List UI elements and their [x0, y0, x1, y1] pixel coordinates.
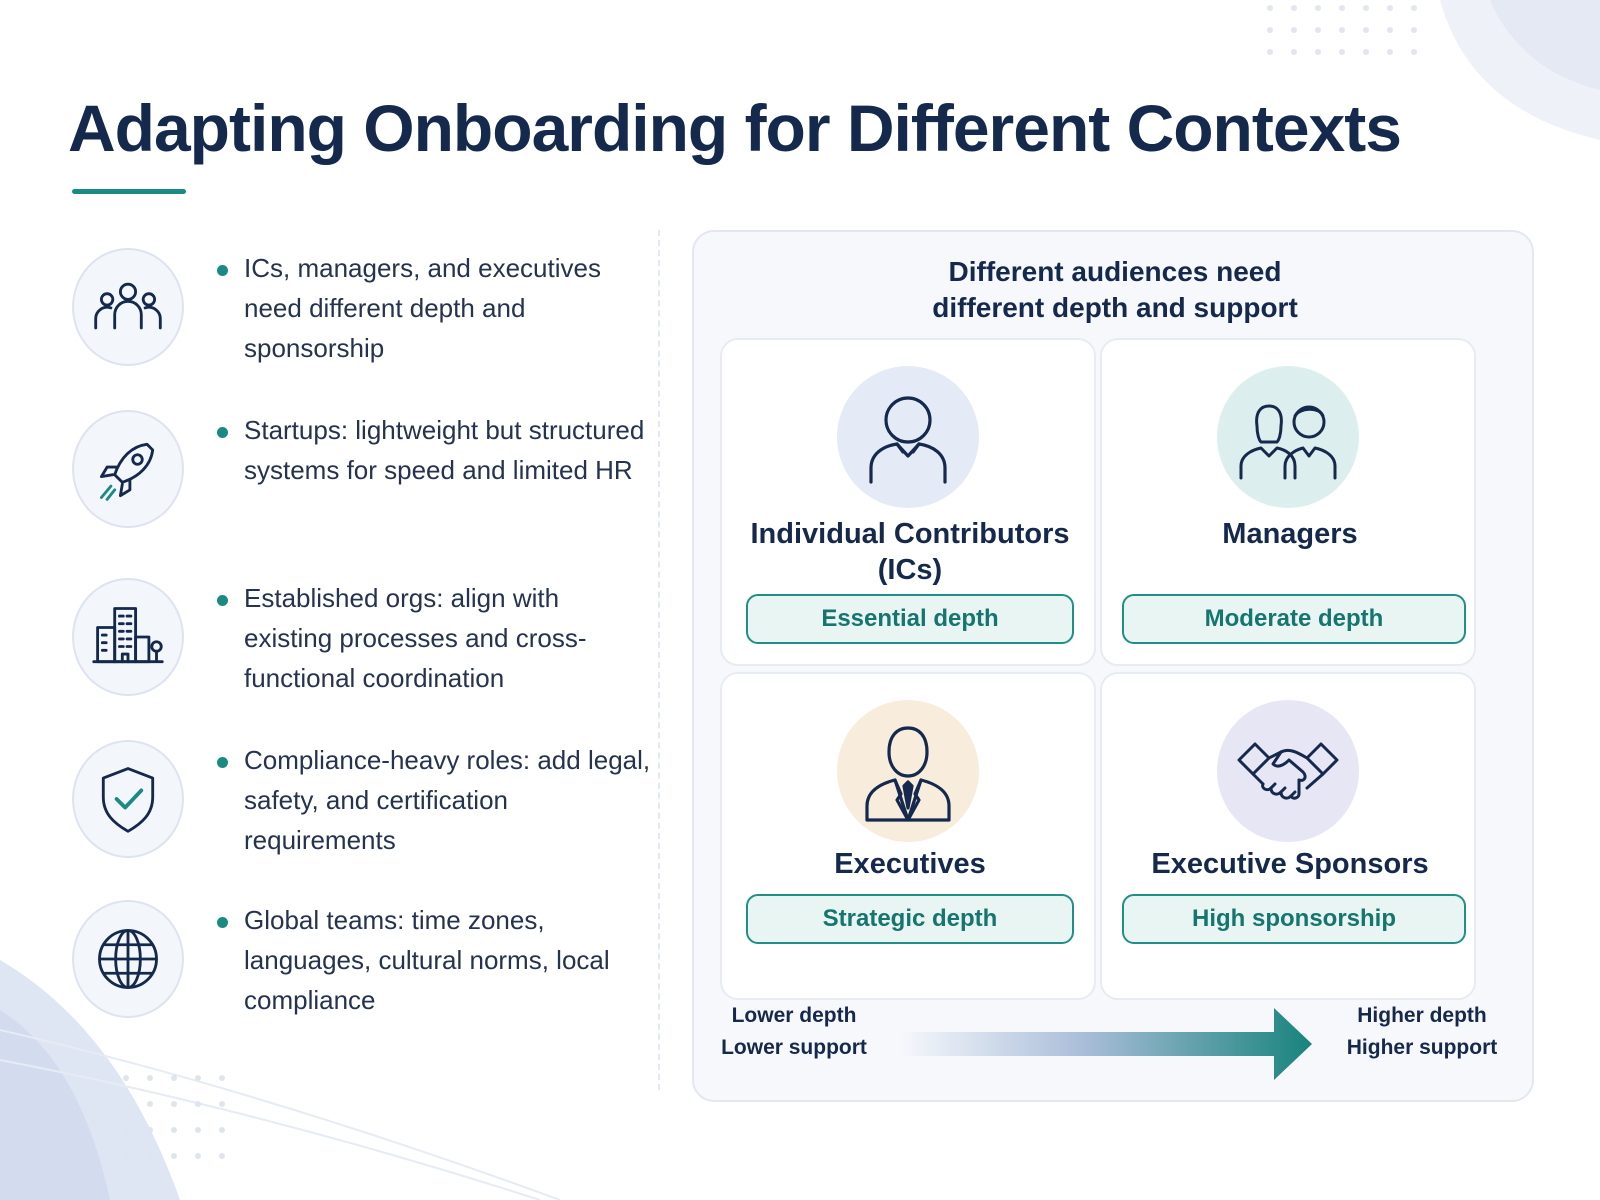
bullet-dot [217, 917, 228, 928]
depth-scale-arrow [900, 1008, 1312, 1080]
audiences-panel: Different audiences need different depth… [692, 230, 1534, 1102]
card-title: Executive Sponsors [1151, 848, 1429, 880]
panel-heading: Different audiences need different depth… [932, 256, 1298, 323]
avatar [1217, 700, 1359, 842]
individual-person-icon [869, 396, 947, 484]
dot-grid-decoration [1267, 5, 1417, 55]
context-text: Startups: lightweight but structured sys… [244, 415, 645, 485]
scale-low-depth: Lower depth [731, 1004, 857, 1027]
card-title: Managers [1222, 518, 1358, 550]
audience-card-executive-sponsors: Executive Sponsors High sponsorship [1100, 672, 1476, 1000]
bullet-dot [217, 595, 228, 606]
corner-wave-decoration [1440, 0, 1600, 140]
avatar [837, 700, 979, 842]
context-text: ICs, managers, and executives need diffe… [244, 253, 601, 363]
executive-suit-icon [865, 726, 951, 822]
page-title: Adapting Onboarding for Different Contex… [68, 91, 1402, 165]
two-people-icon [1239, 404, 1337, 480]
handshake-icon [1237, 742, 1339, 800]
context-text: Established orgs: align with existing pr… [244, 583, 587, 693]
scale-high-label: Higher depth Higher support [1326, 1000, 1518, 1064]
card-title: Individual Contributors (ICs) [750, 518, 1070, 586]
depth-badge: Strategic depth [746, 894, 1074, 944]
rocket-icon [72, 410, 184, 528]
group-people-icon [72, 248, 184, 366]
globe-icon [72, 900, 184, 1018]
depth-badge: Moderate depth [1122, 594, 1466, 644]
avatar [837, 366, 979, 508]
audience-card-executives: Executives Strategic depth [720, 672, 1096, 1000]
shield-check-icon [72, 740, 184, 858]
scale-low-label: Lower depth Lower support [708, 1000, 880, 1064]
office-building-icon [72, 578, 184, 696]
context-text: Compliance-heavy roles: add legal, safet… [244, 745, 651, 855]
scale-high-support: Higher support [1346, 1036, 1498, 1059]
bullet-dot [217, 265, 228, 276]
dot-grid-decoration [123, 1075, 225, 1159]
audience-card-ics: Individual Contributors (ICs) Essential … [720, 338, 1096, 666]
scale-high-depth: Higher depth [1357, 1004, 1487, 1027]
context-text: Global teams: time zones, languages, cul… [244, 905, 610, 1015]
bullet-dot [217, 427, 228, 438]
column-divider [658, 230, 660, 1090]
audience-card-managers: Managers Moderate depth [1100, 338, 1476, 666]
depth-badge: Essential depth [746, 594, 1074, 644]
bullet-dot [217, 757, 228, 768]
depth-badge: High sponsorship [1122, 894, 1466, 944]
scale-low-support: Lower support [721, 1036, 867, 1059]
avatar [1217, 366, 1359, 508]
title-underline [72, 189, 186, 194]
card-title: Executives [834, 848, 986, 880]
